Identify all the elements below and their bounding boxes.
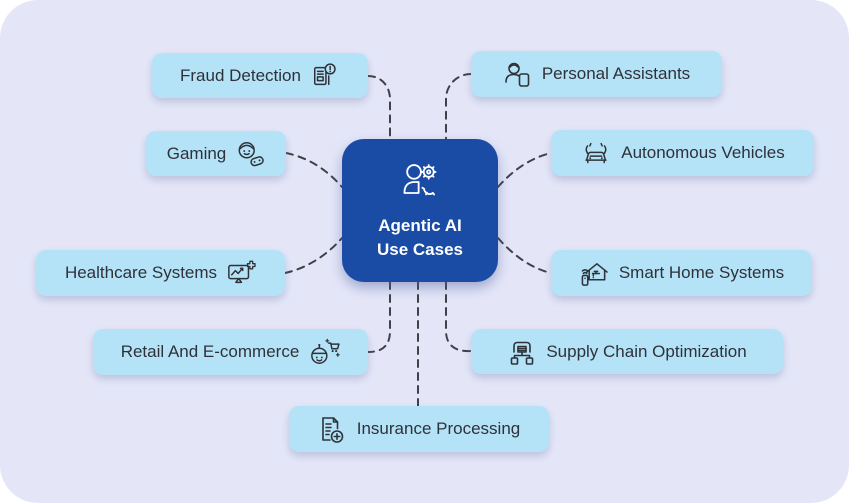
- warehouse-network-icon: [507, 337, 537, 367]
- document-shield-plus-icon: [318, 414, 348, 444]
- node-insurance-processing[interactable]: Insurance Processing: [289, 406, 549, 452]
- gamer-gamepad-icon: [235, 140, 265, 168]
- node-label: Retail And E-commerce: [120, 342, 300, 361]
- connector-fraud-detection: [367, 75, 391, 140]
- connected-car-icon: [580, 140, 612, 167]
- node-supply-chain-optimization[interactable]: Supply Chain Optimization: [471, 329, 783, 374]
- smart-home-icon: [579, 259, 610, 288]
- robot-cart-icon: [308, 338, 341, 366]
- center-title: Agentic AI Use Cases: [377, 214, 463, 262]
- connector-autonomous-vehicles: [497, 152, 552, 188]
- node-gaming[interactable]: Gaming: [146, 131, 286, 176]
- node-label: Personal Assistants: [541, 64, 691, 83]
- node-label: Gaming: [166, 143, 227, 163]
- node-label: Healthcare Systems: [64, 263, 218, 282]
- node-fraud-detection[interactable]: Fraud Detection: [152, 53, 368, 98]
- connector-retail-and-ecommerce: [367, 281, 391, 353]
- node-label: Autonomous Vehicles: [621, 143, 785, 162]
- connector-personal-assistants: [445, 73, 472, 140]
- node-label: Supply Chain Optimization: [546, 341, 747, 361]
- connector-supply-chain-optimization: [445, 281, 472, 353]
- center-node-agentic-ai-use-cases[interactable]: Agentic AI Use Cases: [342, 139, 498, 282]
- center-title-line1: Agentic AI: [378, 215, 462, 235]
- node-label: Insurance Processing: [356, 419, 521, 438]
- node-label: Fraud Detection: [180, 65, 301, 85]
- node-retail-and-ecommerce[interactable]: Retail And E-commerce: [93, 329, 368, 375]
- human-gear-icon: [397, 160, 443, 204]
- connector-smart-home-systems: [497, 237, 552, 274]
- connector-gaming: [285, 152, 343, 188]
- document-alert-icon: [310, 62, 340, 90]
- person-phone-icon: [503, 60, 533, 88]
- node-autonomous-vehicles[interactable]: Autonomous Vehicles: [551, 130, 814, 176]
- connector-healthcare-systems: [284, 237, 343, 274]
- node-healthcare-systems[interactable]: Healthcare Systems: [36, 250, 285, 296]
- node-personal-assistants[interactable]: Personal Assistants: [471, 51, 722, 97]
- node-smart-home-systems[interactable]: Smart Home Systems: [551, 250, 812, 296]
- center-title-line2: Use Cases: [376, 239, 463, 259]
- monitor-health-icon: [226, 259, 256, 287]
- node-label: Smart Home Systems: [618, 263, 785, 282]
